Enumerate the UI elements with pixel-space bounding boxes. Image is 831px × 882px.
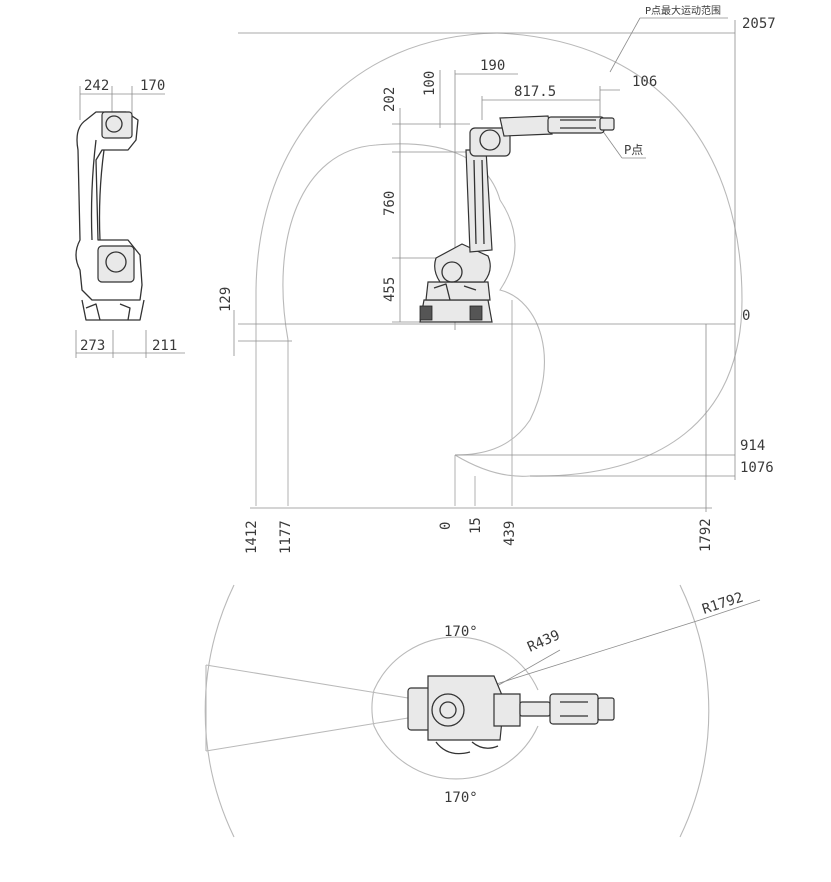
outer-plan-arc <box>204 584 235 838</box>
dim-106: 106 <box>632 74 657 90</box>
dim-2057: 2057 <box>742 16 776 32</box>
dim-914: 914 <box>740 438 765 454</box>
p-range-note: P点最大运动范围 <box>645 4 721 17</box>
dim-129: 129 <box>218 287 234 312</box>
plan-robot <box>407 675 615 755</box>
side-dim-242: 242 <box>84 78 109 94</box>
plan-view: 170° 170° R439 R1792 <box>204 584 761 838</box>
radius-1792: R1792 <box>700 590 745 618</box>
angle-170-top: 170° <box>444 624 478 640</box>
dim-1076: 1076 <box>740 460 774 476</box>
dim-439: 439 <box>502 521 518 546</box>
side-dim-170: 170 <box>140 78 165 94</box>
p-point-label: P点 <box>624 143 643 157</box>
dim-0-bottom: 0 <box>438 522 454 530</box>
side-view: 242 170 273 211 <box>75 78 185 358</box>
dim-202: 202 <box>382 87 398 112</box>
dim-1792: 1792 <box>698 518 714 552</box>
dim-190: 190 <box>480 58 505 74</box>
dim-0-right: 0 <box>742 308 750 324</box>
dim-760: 760 <box>382 191 398 216</box>
dim-1412: 1412 <box>244 520 260 554</box>
side-dim-211: 211 <box>152 338 177 354</box>
dim-15: 15 <box>468 517 484 534</box>
front-view: P点最大运动范围 2057 190 817.5 106 P点 0 914 107… <box>218 4 776 554</box>
side-robot-outline <box>75 111 143 301</box>
front-robot <box>419 115 615 323</box>
dim-817-5: 817.5 <box>514 84 556 100</box>
dim-455: 455 <box>382 277 398 302</box>
outer-envelope <box>496 32 743 477</box>
side-dim-273: 273 <box>80 338 105 354</box>
angle-170-bottom: 170° <box>444 790 478 806</box>
dim-1177: 1177 <box>278 520 294 554</box>
dim-100: 100 <box>422 71 438 96</box>
